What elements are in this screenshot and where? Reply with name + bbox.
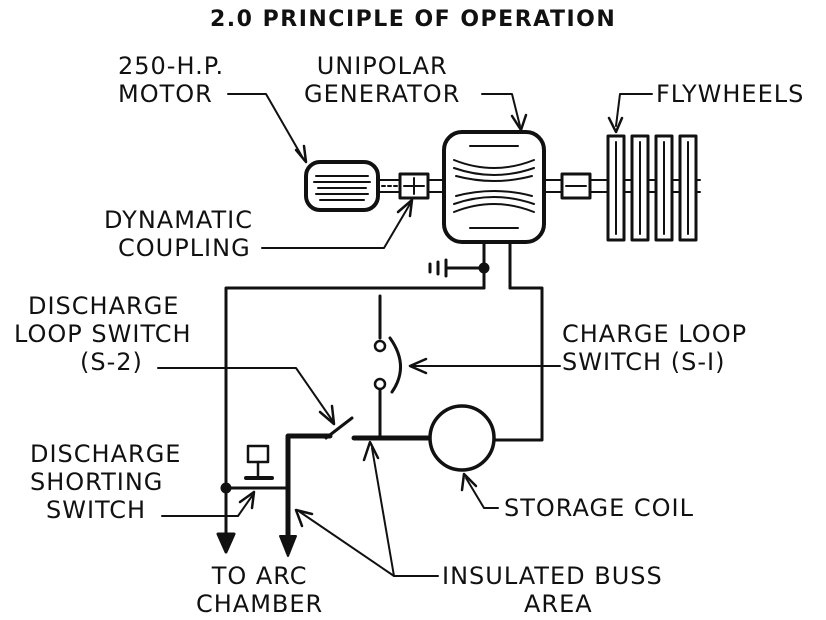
ground-symbol <box>428 258 448 278</box>
flywheels-label: FLYWHEELS <box>656 80 805 108</box>
motor <box>304 160 380 212</box>
diagram-title: 2.0 PRINCIPLE OF OPERATION <box>210 7 617 32</box>
storage-coil <box>428 404 496 472</box>
leader-discharge-switch <box>157 367 336 426</box>
leader-flywheels <box>607 93 653 134</box>
shaft-coupling-generator <box>427 179 445 193</box>
arc-chamber-label: TO ARC CHAMBER <box>196 562 324 618</box>
charge-loop-wire <box>492 286 544 442</box>
dynamatic-coupling <box>398 172 430 200</box>
discharge-shorting-switch <box>244 444 290 490</box>
leader-generator <box>481 93 528 132</box>
motor-label: 250-H.P. MOTOR <box>118 52 225 108</box>
leader-insulated-buss <box>294 440 439 577</box>
generator-leads <box>444 240 512 290</box>
discharge-loop-wire <box>216 286 486 554</box>
arc-output-arrow <box>279 535 297 557</box>
charge-loop-switch-label: CHARGE LOOP SWITCH (S-I) <box>562 320 748 376</box>
storage-coil-label: STORAGE COIL <box>504 494 694 522</box>
discharge-loop-switch <box>285 416 354 555</box>
shaft-motor-coupling <box>377 179 401 193</box>
leader-coupling <box>261 198 414 249</box>
discharge-shorting-switch-label: DISCHARGE SHORTING SWITCH <box>30 440 182 524</box>
insulated-buss-label: INSULATED BUSS AREA <box>442 562 663 618</box>
leader-shorting-switch <box>161 490 256 517</box>
leader-charge-switch <box>408 357 561 375</box>
discharge-loop-switch-label: DISCHARGE LOOP SWITCH (S-2) <box>14 292 192 376</box>
charge-loop-switch <box>373 294 402 438</box>
leader-storage-coil <box>460 472 499 509</box>
leader-motor <box>227 93 308 164</box>
unipolar-generator <box>442 130 546 244</box>
flywheels <box>606 134 698 242</box>
coupling-label: DYNAMATIC COUPLING <box>104 206 253 262</box>
generator-label: UNIPOLAR GENERATOR <box>304 52 461 108</box>
